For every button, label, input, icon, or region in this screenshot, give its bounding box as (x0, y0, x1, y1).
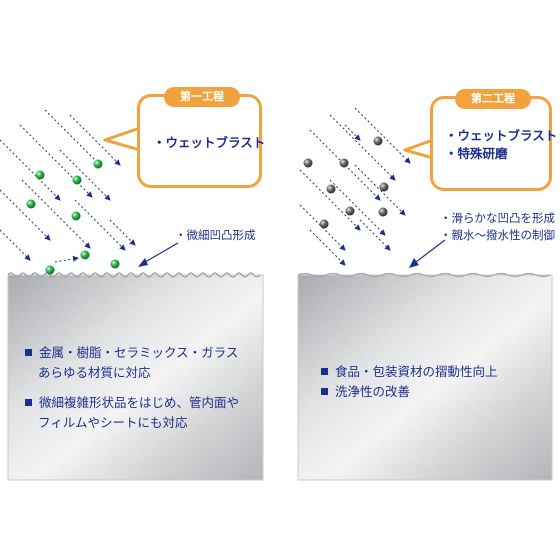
right-substrate (297, 274, 553, 481)
green-particle (80, 250, 90, 260)
green-particle (35, 170, 45, 180)
left-trajectories (0, 109, 136, 263)
green-particle (45, 265, 55, 275)
left-callout-tail (103, 126, 141, 152)
right-annotation: ・親水〜撥水性の制御 (440, 228, 555, 242)
grey-particle (326, 184, 336, 194)
right-smooth-surface (297, 272, 551, 278)
right-annotation: ・滑らかな凹凸を形成 (440, 211, 555, 225)
left-particles (26, 159, 120, 275)
left-step-tag: 第一工程 (164, 87, 240, 107)
right-annotation-arrow (411, 239, 446, 266)
grey-particle (379, 182, 389, 192)
right-particles (303, 136, 389, 229)
right-feature-item: 洗浄性の改善 (318, 382, 410, 402)
green-particle (71, 211, 81, 221)
left-substrate (7, 274, 264, 481)
grey-particle (303, 158, 313, 168)
right-step-tag: 第二工程 (455, 89, 531, 109)
left-feature-item: 金属・樹脂・セラミックス・ガラス あらゆる材質に対応 (22, 343, 238, 383)
left-rough-surface (7, 272, 261, 278)
right-trajectories (299, 107, 411, 266)
green-particle (110, 259, 120, 269)
grey-particle (345, 206, 355, 216)
right-callout-item: ・特殊研磨 (445, 146, 508, 161)
left-annotation: ・微細凹凸形成 (175, 228, 256, 242)
green-particle (26, 199, 36, 209)
right-feature-item: 食品・包装資材の摺動性向上 (318, 362, 498, 382)
grey-particle (378, 207, 388, 217)
green-particle (72, 175, 82, 185)
right-callout-item: ・ウェットブラスト (445, 128, 558, 143)
left-feature-item: 微細複雑形状品をはじめ、管内面や フィルムやシートにも対応 (22, 393, 239, 433)
grey-particle (319, 219, 329, 229)
green-particle (93, 159, 103, 169)
right-callout-tail (403, 138, 434, 160)
grey-particle (339, 158, 349, 168)
grey-particle (373, 136, 383, 146)
left-callout-item: ・ウェットブラスト (153, 135, 266, 150)
